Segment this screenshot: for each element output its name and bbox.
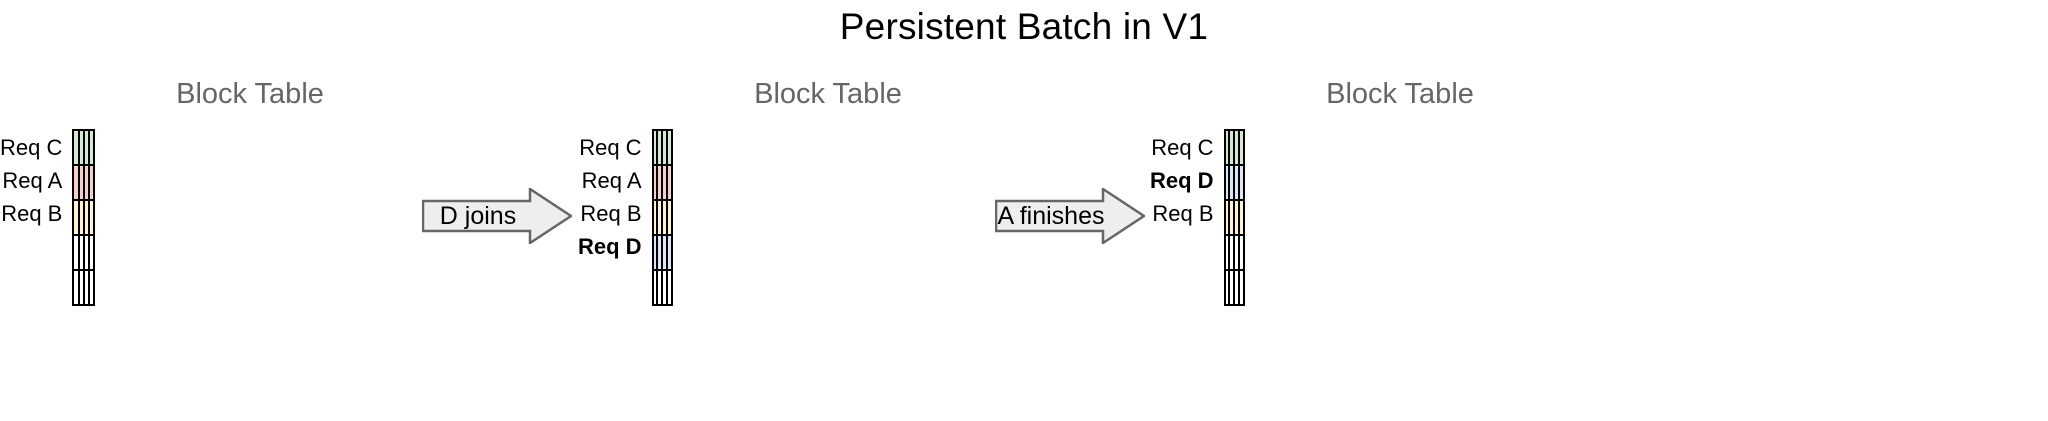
table-row	[72, 199, 96, 236]
table-row	[651, 199, 673, 236]
block-cell	[1238, 129, 1245, 166]
table-row	[1223, 269, 1245, 306]
block-cell	[77, 269, 85, 306]
block-cell	[82, 269, 90, 306]
row-label: Req A	[2, 168, 63, 193]
block-cell	[1238, 234, 1245, 271]
block-table-2	[651, 129, 673, 306]
row-label-column-2: Req C Req A Req B Req D	[578, 129, 642, 296]
block-cell	[82, 199, 90, 236]
block-cell	[666, 199, 673, 236]
arrow-d-joins[interactable]: D joins	[422, 188, 572, 244]
block-cell	[87, 129, 96, 166]
row-label	[1150, 263, 1214, 296]
page-title: Persistent Batch in V1	[839, 6, 1209, 47]
block-cell	[666, 129, 673, 166]
row-label: Req B	[1, 201, 63, 226]
block-cell	[72, 269, 80, 306]
row-label: Req C	[1151, 135, 1214, 160]
block-cell	[1238, 269, 1245, 306]
table-row	[1223, 164, 1245, 201]
table-row	[72, 164, 96, 201]
block-cell	[82, 129, 90, 166]
table-row	[72, 269, 96, 306]
panel-body-1: Req C Req A Req B	[0, 129, 96, 306]
block-cell	[666, 269, 673, 306]
arrow-shape-icon	[995, 188, 1145, 244]
table-row	[651, 129, 673, 166]
block-cell	[77, 234, 85, 271]
row-label: Req B	[1152, 201, 1214, 226]
block-cell	[82, 164, 90, 201]
table-row	[651, 164, 673, 201]
block-cell	[1238, 199, 1245, 236]
row-label: Req C	[0, 135, 63, 160]
row-label	[1150, 230, 1214, 263]
arrow-a-finishes[interactable]: A finishes	[995, 188, 1145, 244]
block-cell	[87, 234, 96, 271]
arrow-shape-icon	[422, 188, 572, 244]
row-label	[578, 263, 642, 296]
row-label: Req A	[581, 168, 642, 193]
row-label: Req D	[578, 234, 642, 259]
table-row	[651, 234, 673, 271]
panel-body-3: Req C Req D Req B	[1150, 129, 1245, 306]
row-label: Req C	[579, 135, 642, 160]
block-cell	[72, 199, 80, 236]
row-label-column-3: Req C Req D Req B	[1150, 129, 1214, 296]
table-row	[72, 234, 96, 271]
row-label: Req D	[1150, 168, 1214, 193]
row-label	[0, 263, 62, 296]
table-row	[1223, 129, 1245, 166]
block-table-3	[1223, 129, 1245, 306]
panel-body-2: Req C Req A Req B Req D	[578, 129, 673, 306]
block-cell	[77, 199, 85, 236]
block-cell	[77, 164, 85, 201]
block-cell	[1238, 164, 1245, 201]
panel-heading-2: Block Table	[754, 78, 902, 110]
row-label	[0, 230, 62, 263]
block-cell	[666, 164, 673, 201]
block-cell	[72, 234, 80, 271]
panel-heading-1: Block Table	[176, 78, 324, 110]
block-cell	[77, 129, 85, 166]
block-cell	[87, 199, 96, 236]
table-row	[72, 129, 96, 166]
block-cell	[72, 129, 80, 166]
block-cell	[82, 234, 90, 271]
row-label: Req B	[580, 201, 642, 226]
table-row	[651, 269, 673, 306]
row-label-column-1: Req C Req A Req B	[0, 129, 62, 296]
block-cell	[666, 234, 673, 271]
table-row	[1223, 199, 1245, 236]
diagram-stage: Block Table Req C Req A Req B D joins Bl…	[0, 78, 2048, 318]
block-cell	[87, 269, 96, 306]
block-cell	[72, 164, 80, 201]
panel-heading-3: Block Table	[1326, 78, 1474, 110]
block-table-1	[72, 129, 96, 306]
block-cell	[87, 164, 96, 201]
table-row	[1223, 234, 1245, 271]
